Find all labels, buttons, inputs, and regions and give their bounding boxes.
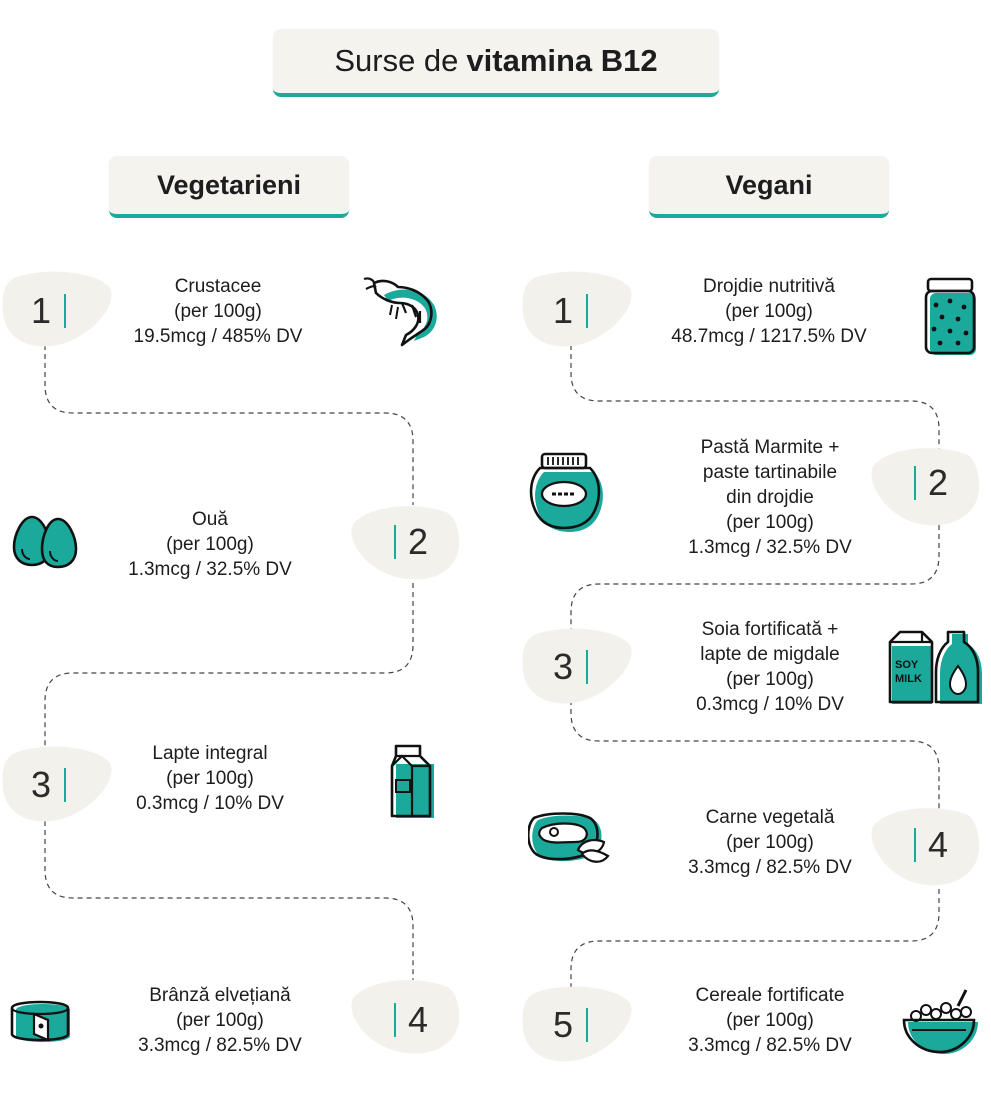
item-unit: (per 100g) (176, 1010, 264, 1031)
item-text: Cereale fortificate (per 100g) 3.3mcg / … (640, 983, 900, 1058)
item-text: Drojdie nutritivă (per 100g) 48.7mcg / 1… (639, 274, 899, 349)
number-tick (914, 466, 916, 500)
milk-label: MILK (895, 673, 922, 685)
soy-milk-icon: SOY MILK (888, 630, 982, 704)
item-text: Lapte integral (per 100g) 0.3mcg / 10% D… (90, 741, 330, 816)
item-unit: (per 100g) (725, 301, 813, 322)
item-number: 4 (927, 824, 949, 865)
number-blob (522, 628, 632, 704)
vegetarian-heading: Vegetarieni (109, 156, 349, 218)
item-number: 2 (407, 521, 429, 562)
item-title: Cereale fortificate (695, 985, 845, 1006)
plant-meat-icon (528, 812, 610, 863)
item-value: 1.3mcg / 32.5% DV (688, 537, 852, 558)
number-blob (2, 746, 112, 822)
item-number: 2 (927, 462, 949, 503)
item-title: Drojdie nutritivă (703, 276, 835, 297)
item-value: 0.3mcg / 10% DV (696, 694, 844, 715)
item-unit: (per 100g) (726, 512, 814, 533)
item-number: 1 (552, 290, 574, 331)
item-text: Carne vegetală (per 100g) 3.3mcg / 82.5%… (640, 805, 900, 880)
item-title: Soia fortificată + (701, 619, 839, 640)
item-text: Soia fortificată + lapte de migdale (per… (640, 617, 900, 717)
item-title: Lapte integral (152, 743, 268, 764)
vegan-heading: Vegani (649, 156, 889, 218)
number-tick (394, 525, 396, 559)
yeast-jar-icon (924, 277, 976, 355)
title-prefix: Surse de (334, 43, 459, 78)
connector-right-1-2 (570, 345, 940, 460)
connector-right-4-5 (570, 880, 940, 990)
cereal-bowl-icon (902, 989, 978, 1054)
vegan-heading-label: Vegani (725, 169, 813, 200)
item-number: 5 (552, 1004, 574, 1045)
item-value: 1.3mcg / 32.5% DV (128, 559, 292, 580)
item-unit: (per 100g) (166, 768, 254, 789)
item-text: Brânză elvețiană (per 100g) 3.3mcg / 82.… (100, 983, 340, 1058)
number-blob (522, 986, 632, 1062)
item-value: 3.3mcg / 82.5% DV (138, 1035, 302, 1056)
connector-left-3-4 (44, 812, 414, 980)
number-tick (64, 294, 66, 328)
number-blob (871, 448, 980, 526)
item-value: 3.3mcg / 82.5% DV (688, 1035, 852, 1056)
item-title: Ouă (192, 509, 228, 530)
item-number: 1 (30, 290, 52, 331)
title-bold: vitamina B12 (466, 43, 658, 78)
item-title: Crustacee (174, 276, 262, 297)
item-number: 3 (30, 764, 52, 805)
item-number: 3 (552, 646, 574, 687)
item-subtitle: din drojdie (726, 487, 814, 508)
shrimp-icon (363, 277, 437, 347)
number-blob (871, 808, 980, 886)
item-unit: (per 100g) (166, 534, 254, 555)
number-blob (2, 271, 112, 347)
number-tick (64, 768, 66, 802)
item-unit: paste tartinabile (702, 462, 838, 483)
vegetarian-heading-label: Vegetarieni (156, 169, 302, 200)
item-title: Brânză elvețiană (149, 985, 291, 1006)
item-unit: (per 100g) (726, 832, 814, 853)
connector-left-1-2 (44, 345, 414, 505)
number-blob (522, 271, 632, 347)
item-text: Crustacee (per 100g) 19.5mcg / 485% DV (98, 274, 338, 349)
soy-label: SOY (895, 659, 919, 671)
page-title: Surse de vitamina B12 (273, 29, 719, 97)
item-unit: (per 100g) (726, 1010, 814, 1031)
item-unit: (per 100g) (174, 301, 262, 322)
item-value: 48.7mcg / 1217.5% DV (671, 326, 867, 347)
item-text: Pastă Marmite + paste tartinabile din dr… (640, 435, 900, 560)
item-value: 19.5mcg / 485% DV (133, 326, 303, 347)
item-title: Pastă Marmite + (700, 437, 840, 458)
item-value: 0.3mcg / 10% DV (136, 793, 284, 814)
number-tick (914, 828, 916, 862)
item-title: Carne vegetală (705, 807, 835, 828)
number-tick (586, 294, 588, 328)
item-value: 3.3mcg / 82.5% DV (688, 857, 852, 878)
marmite-jar-icon (529, 452, 603, 532)
connector-right-3-4 (570, 700, 940, 815)
milk-carton-icon (390, 744, 434, 818)
item-text: Ouă (per 100g) 1.3mcg / 32.5% DV (90, 507, 330, 582)
number-tick (586, 650, 588, 684)
number-tick (586, 1008, 588, 1042)
eggs-icon (12, 515, 78, 569)
item-subtitle: lapte de migdale (700, 644, 840, 665)
item-number: 4 (407, 999, 429, 1040)
number-tick (394, 1003, 396, 1037)
connector-left-2-3 (44, 565, 414, 750)
number-blob (351, 506, 460, 580)
cheese-icon (10, 1000, 70, 1042)
number-blob (351, 980, 460, 1054)
item-unit: (per 100g) (726, 669, 814, 690)
